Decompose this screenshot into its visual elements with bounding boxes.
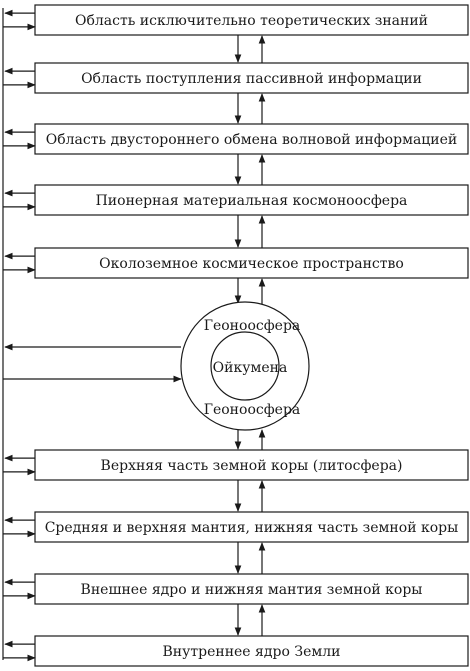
level-box: Средняя и верхняя мантия, нижняя часть з… xyxy=(34,511,469,543)
level-label: Пионерная материальная космоноосфера xyxy=(96,193,408,209)
level-box: Внутреннее ядро Земли xyxy=(34,635,469,667)
level-box: Внешнее ядро и нижняя мантия земной коры xyxy=(34,573,469,605)
level-box-frame xyxy=(34,449,469,481)
level-label: Верхняя часть земной коры (литосфера) xyxy=(101,458,403,474)
level-box-frame xyxy=(34,511,469,543)
level-label: Средняя и верхняя мантия, нижняя часть з… xyxy=(45,520,459,536)
level-label: Область исключительно теоретических знан… xyxy=(75,13,428,29)
level-box-frame xyxy=(34,635,469,667)
geonoosphere-bottom-label: Геоноосфера xyxy=(204,402,301,418)
level-box-frame xyxy=(34,184,469,216)
oikumena-circle xyxy=(210,331,280,401)
level-box-frame xyxy=(34,4,469,36)
level-label: Область двустороннего обмена волновой ин… xyxy=(46,132,458,148)
level-box-frame xyxy=(34,62,469,94)
geonoosphere-top-label: Геоноосфера xyxy=(204,318,301,334)
level-label: Околоземное космическое пространство xyxy=(99,256,404,272)
level-box: Область поступления пассивной информации xyxy=(34,62,469,94)
level-box: Область исключительно теоретических знан… xyxy=(34,4,469,36)
level-box: Область двустороннего обмена волновой ин… xyxy=(34,123,469,155)
level-label: Внешнее ядро и нижняя мантия земной коры xyxy=(81,582,423,598)
oikumena-label: Ойкумена xyxy=(213,360,288,376)
geonoosphere-group: Геоноосфера Ойкумена Геоноосфера xyxy=(180,301,310,431)
level-label: Область поступления пассивной информации xyxy=(81,71,422,87)
level-box: Пионерная материальная космоноосфера xyxy=(34,184,469,216)
level-label: Внутреннее ядро Земли xyxy=(163,644,341,660)
level-box-frame xyxy=(34,123,469,155)
level-box: Околоземное космическое пространство xyxy=(34,247,469,279)
level-box-frame xyxy=(34,573,469,605)
level-box-frame xyxy=(34,247,469,279)
level-box: Верхняя часть земной коры (литосфера) xyxy=(34,449,469,481)
